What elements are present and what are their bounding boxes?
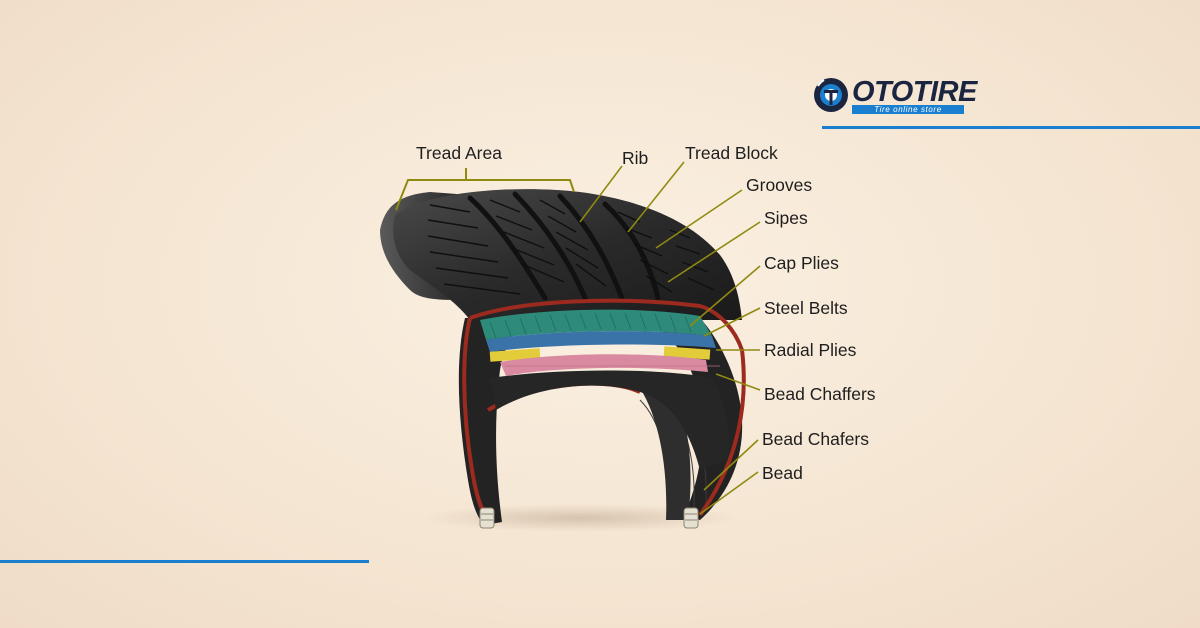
label-bead-chaffers: Bead Chaffers	[764, 384, 876, 404]
label-sipes: Sipes	[764, 208, 808, 228]
leader-tread-block	[627, 161, 685, 233]
right-sidewall	[660, 318, 743, 520]
leader-bead-chafers	[703, 439, 759, 491]
label-tread-area: Tread Area	[416, 143, 502, 163]
leader-rib	[579, 165, 623, 223]
tire-logo-icon	[814, 78, 848, 112]
bead-left	[479, 507, 495, 529]
bead-right	[683, 507, 699, 529]
leader-steel-belts	[703, 307, 761, 337]
brand-tagline: Tire online store	[852, 105, 964, 114]
label-bead: Bead	[762, 463, 803, 483]
leader-sipes	[667, 221, 761, 283]
leader-cap-plies	[689, 265, 761, 327]
steel-belts-layer	[480, 309, 712, 340]
leader-bead	[699, 471, 759, 515]
inner-liner-top	[469, 298, 744, 351]
inner-liner-right	[698, 349, 746, 517]
label-steel-belts: Steel Belts	[764, 298, 848, 318]
brand-name: OTOTIRE	[852, 76, 977, 108]
label-tread-block: Tread Block	[685, 143, 778, 163]
tread-area-bracket	[395, 179, 575, 211]
label-cap-plies: Cap Plies	[764, 253, 839, 273]
label-rib: Rib	[622, 148, 649, 168]
accent-rule-top	[822, 126, 1200, 129]
label-grooves: Grooves	[746, 175, 813, 195]
radial-plies-layer	[500, 354, 708, 376]
carcass-body	[490, 370, 730, 470]
cap-plies-layer	[486, 331, 716, 352]
tread-sipes	[427, 199, 715, 295]
accent-rule-bottom	[0, 560, 369, 563]
bead-chaffer-strip-right	[663, 346, 711, 360]
label-radial-plies: Radial Plies	[764, 340, 857, 360]
leader-lines	[579, 161, 761, 515]
leader-grooves	[655, 189, 743, 249]
leader-bead-chaffers	[715, 373, 761, 391]
tread-grooves	[467, 191, 661, 301]
label-bead-chafers: Bead Chafers	[762, 429, 870, 449]
inner-liner	[462, 317, 490, 522]
brand-logo[interactable]: OTOTIRE Tire online store	[812, 76, 977, 116]
left-sidewall	[458, 316, 540, 525]
